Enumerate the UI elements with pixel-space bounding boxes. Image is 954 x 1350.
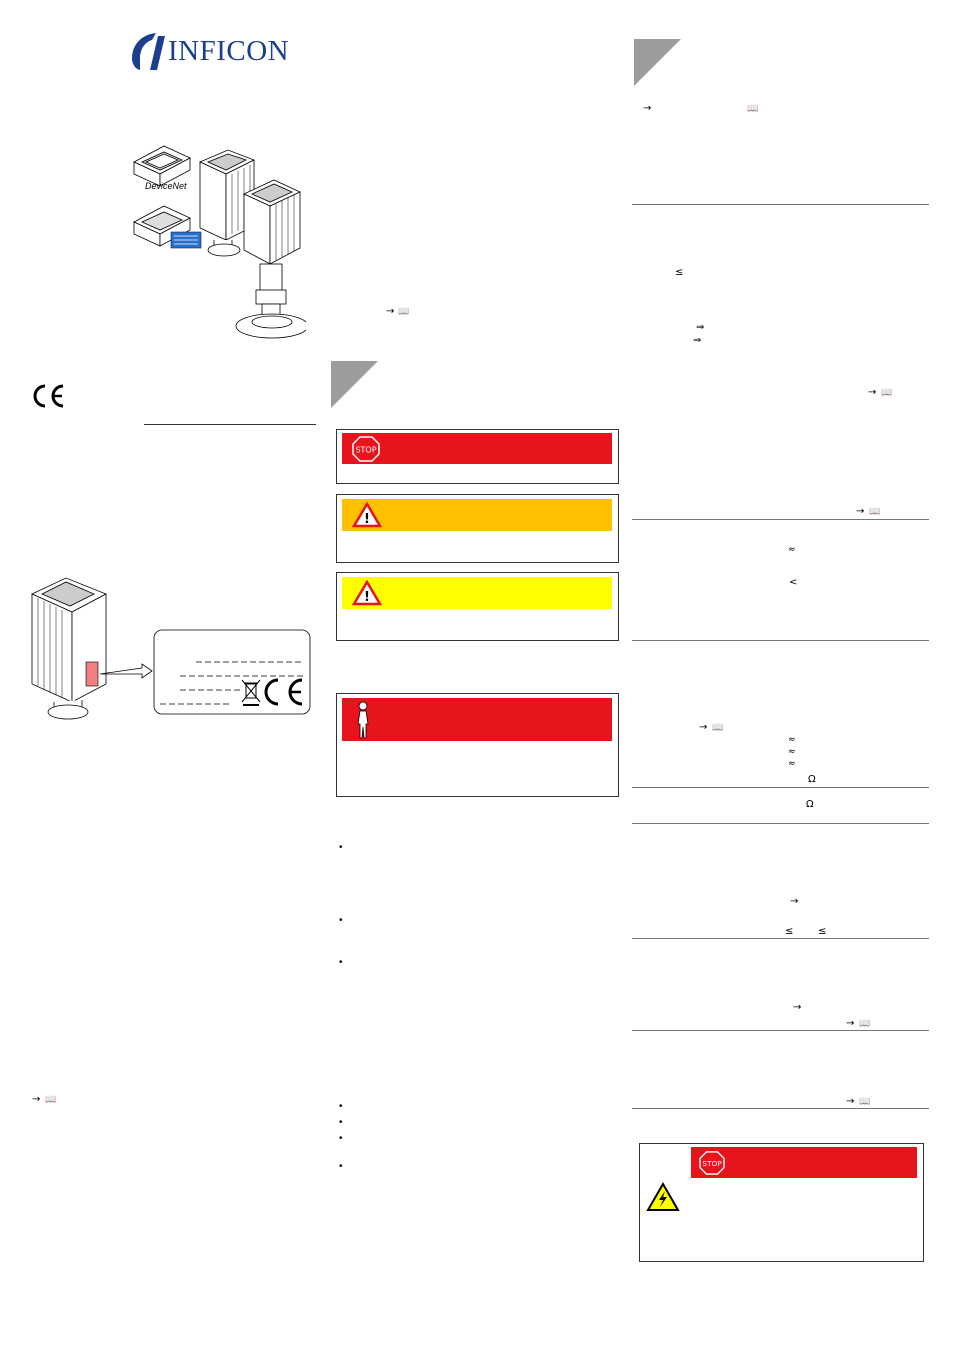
approx-symbol: ≈ bbox=[788, 759, 796, 769]
book-icon: 📖 bbox=[45, 1095, 57, 1105]
book-icon: 📖 bbox=[859, 1097, 871, 1107]
le-symbol: ≤ bbox=[785, 926, 794, 937]
danger-notice: STOP bbox=[336, 429, 619, 484]
warning-bar: ! bbox=[342, 499, 612, 531]
bullet: • bbox=[339, 1101, 343, 1112]
divider bbox=[144, 424, 316, 425]
personnel-notice bbox=[336, 693, 619, 797]
approx-symbol: ≈ bbox=[788, 735, 796, 745]
ref-arrow: → bbox=[386, 306, 395, 317]
divider bbox=[632, 938, 929, 939]
bullet: • bbox=[339, 1133, 343, 1144]
ref-arrow: → bbox=[643, 103, 652, 114]
approx-symbol: ≈ bbox=[788, 747, 796, 757]
book-icon: 📖 bbox=[747, 104, 759, 114]
section-marker bbox=[634, 39, 681, 86]
svg-text:STOP: STOP bbox=[355, 446, 376, 455]
divider bbox=[632, 1108, 929, 1109]
weee-bin-icon bbox=[241, 679, 261, 706]
bullet: • bbox=[339, 842, 343, 853]
divider bbox=[632, 640, 929, 641]
electric-shock-icon bbox=[646, 1182, 680, 1211]
implies-symbol: ⇒ bbox=[693, 335, 702, 346]
svg-text:STOP: STOP bbox=[702, 1159, 722, 1168]
bullet: • bbox=[339, 957, 343, 968]
divider bbox=[632, 787, 929, 788]
bullet: • bbox=[339, 1161, 343, 1172]
ce-mark-icon bbox=[30, 383, 66, 409]
ref-arrow: → bbox=[846, 1096, 855, 1107]
ref-arrow: → bbox=[856, 506, 865, 517]
danger-bar bbox=[342, 698, 612, 741]
danger-bar: STOP bbox=[691, 1147, 917, 1178]
ref-arrow: → bbox=[846, 1018, 855, 1029]
divider bbox=[632, 1030, 929, 1031]
section-marker bbox=[331, 361, 378, 408]
book-icon: 📖 bbox=[712, 723, 724, 733]
ref-arrow: → bbox=[793, 1002, 802, 1013]
divider bbox=[632, 204, 929, 205]
lt-symbol: < bbox=[789, 577, 798, 588]
ref-arrow: → bbox=[32, 1094, 41, 1105]
caution-notice: ! bbox=[336, 572, 619, 641]
divider bbox=[632, 519, 929, 520]
nameplate-illustration bbox=[24, 572, 316, 722]
person-icon bbox=[357, 701, 369, 739]
devicenet-label: DeviceNet bbox=[145, 181, 187, 191]
stop-icon: STOP bbox=[699, 1151, 725, 1175]
warning-triangle-icon: ! bbox=[352, 502, 382, 528]
book-icon: 📖 bbox=[881, 388, 893, 398]
danger-bar: STOP bbox=[342, 433, 612, 464]
warning-notice: ! bbox=[336, 494, 619, 563]
svg-text:!: ! bbox=[364, 590, 370, 605]
book-icon: 📖 bbox=[859, 1019, 871, 1029]
divider bbox=[632, 823, 929, 824]
inficon-logo: INFICON bbox=[130, 32, 320, 74]
electric-danger-notice: STOP bbox=[639, 1143, 924, 1262]
product-illustration: DeviceNet bbox=[128, 140, 309, 352]
book-icon: 📖 bbox=[398, 307, 410, 317]
bullet: • bbox=[339, 915, 343, 926]
ohm-symbol: Ω bbox=[806, 799, 814, 810]
approx-symbol: ≈ bbox=[788, 545, 796, 555]
ref-arrow: → bbox=[790, 896, 799, 907]
bullet: • bbox=[339, 1117, 343, 1128]
ohm-symbol: Ω bbox=[808, 774, 816, 785]
book-icon: 📖 bbox=[869, 507, 881, 517]
le-symbol: ≤ bbox=[818, 926, 827, 937]
ref-arrow: → bbox=[868, 387, 877, 398]
caution-bar: ! bbox=[342, 577, 612, 609]
implies-symbol: ⇒ bbox=[696, 322, 705, 333]
le-symbol: ≤ bbox=[675, 267, 684, 278]
inficon-logo-mark-icon bbox=[132, 33, 165, 70]
brand-name: INFICON bbox=[168, 35, 290, 67]
ref-arrow: → bbox=[699, 722, 708, 733]
warning-triangle-icon: ! bbox=[352, 580, 382, 606]
svg-text:!: ! bbox=[364, 512, 370, 527]
stop-icon: STOP bbox=[352, 436, 380, 462]
